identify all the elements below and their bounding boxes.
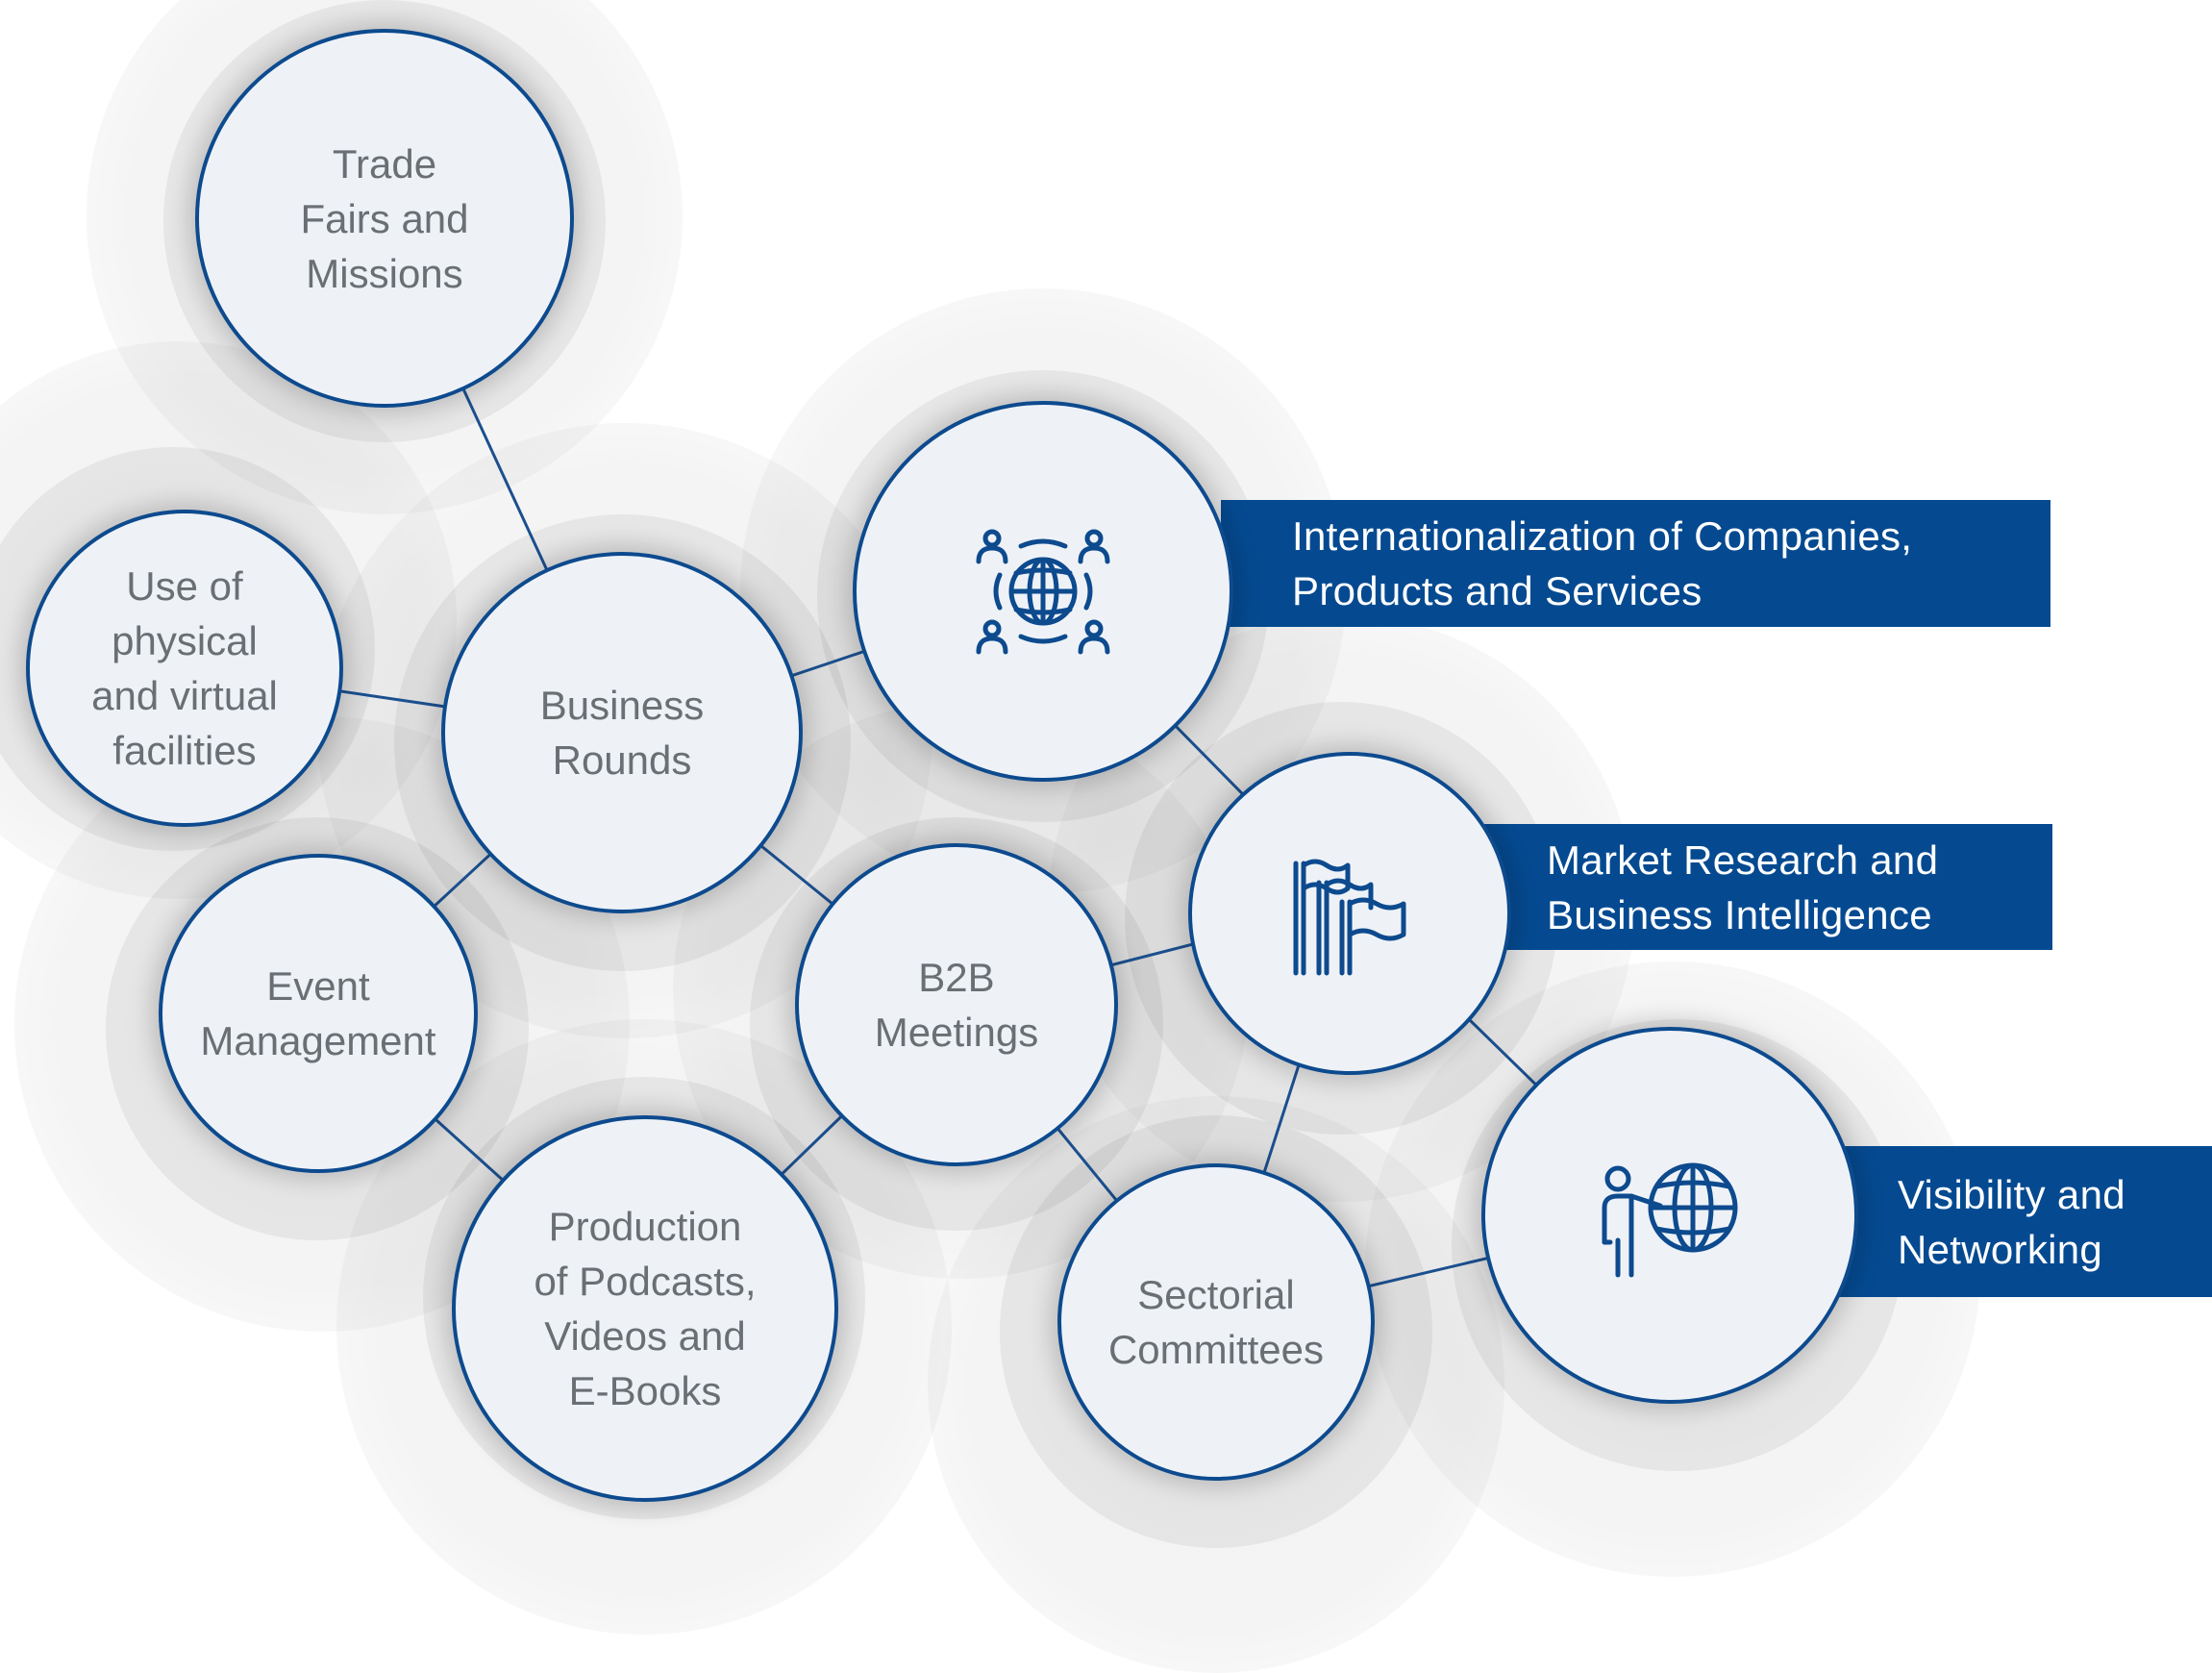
node-podcasts: Production of Podcasts, Videos and E-Boo… <box>452 1115 838 1502</box>
banner-internationalization-text: Internationalization of Companies, Produ… <box>1292 513 1913 613</box>
node-trade-fairs: Trade Fairs and Missions <box>195 29 574 408</box>
banner-internationalization: Internationalization of Companies, Produ… <box>1221 500 2050 627</box>
node-visibility <box>1481 1027 1858 1404</box>
banner-visibility: Visibility and Networking <box>1827 1146 2212 1297</box>
node-internationalization <box>853 401 1233 782</box>
node-trade-fairs-label: Trade Fairs and Missions <box>300 140 469 296</box>
node-podcasts-label: Production of Podcasts, Videos and E-Boo… <box>534 1204 757 1413</box>
node-facilities: Use of physical and virtual facilities <box>26 510 343 827</box>
node-sectorial-committees-label: Sectorial Committees <box>1107 1272 1325 1372</box>
node-business-rounds: Business Rounds <box>441 552 803 913</box>
flags-icon <box>1293 859 1406 976</box>
node-facilities-label: Use of physical and virtual facilities <box>91 563 278 773</box>
node-event-management-label: Event Management <box>200 963 436 1063</box>
node-business-rounds-label: Business Rounds <box>539 683 705 783</box>
node-event-management: Event Management <box>159 854 478 1173</box>
node-sectorial-committees: Sectorial Committees <box>1057 1163 1375 1481</box>
banner-market-research: Market Research and Business Intelligenc… <box>1476 824 2052 950</box>
banner-market-research-text: Market Research and Business Intelligenc… <box>1547 836 1939 937</box>
node-b2b-meetings-label: B2B Meetings <box>874 955 1039 1055</box>
node-b2b-meetings: B2B Meetings <box>795 843 1118 1166</box>
presenter-globe-icon <box>1602 1162 1738 1278</box>
people-globe-icon <box>976 529 1110 655</box>
node-market-research <box>1188 752 1511 1075</box>
banner-visibility-text: Visibility and Networking <box>1898 1171 2125 1272</box>
